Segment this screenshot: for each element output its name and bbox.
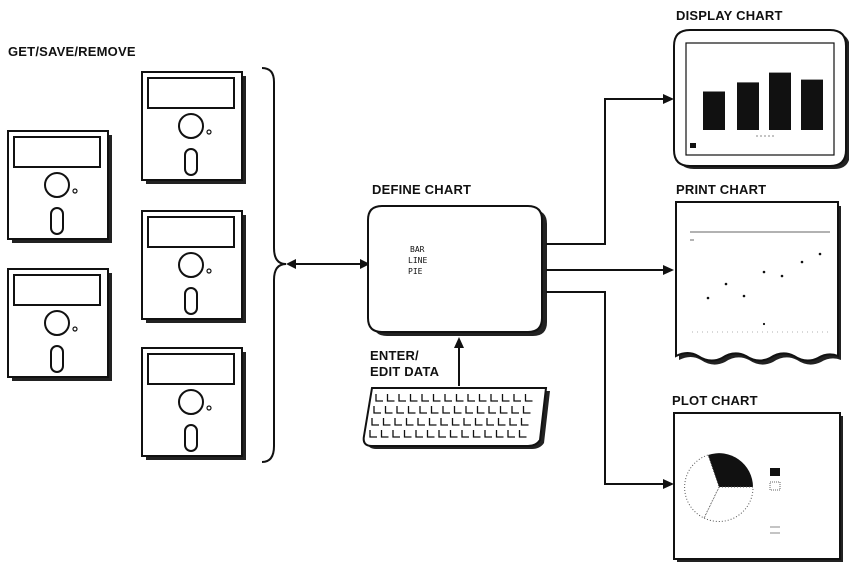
keyboard-key bbox=[501, 394, 510, 402]
keyboard-key bbox=[513, 394, 521, 402]
keyboard-key bbox=[405, 418, 414, 426]
keyboard-key bbox=[518, 430, 527, 438]
arrow-to-print bbox=[663, 265, 674, 275]
keyboard-key bbox=[476, 406, 485, 414]
keyboard-key bbox=[490, 394, 498, 402]
keyboard-key bbox=[495, 430, 504, 438]
keyboard-key bbox=[396, 406, 404, 414]
keyboard-key bbox=[472, 430, 481, 438]
keyboard-key bbox=[432, 394, 441, 402]
keyboard-key bbox=[426, 430, 435, 438]
display-chart-bar bbox=[801, 79, 823, 130]
keyboard-key bbox=[375, 394, 383, 402]
keyboard-key bbox=[497, 418, 506, 426]
get-save-remove-label: GET/SAVE/REMOVE bbox=[8, 44, 136, 59]
keyboard-key bbox=[453, 406, 462, 414]
floppy-disk-icon bbox=[141, 210, 247, 324]
keyboard-key bbox=[415, 430, 423, 438]
keyboard-key bbox=[461, 430, 469, 438]
keyboard-key bbox=[382, 418, 391, 426]
keyboard-key bbox=[486, 418, 494, 426]
menu-option-bar: BAR bbox=[410, 245, 425, 254]
disk-define-connector bbox=[286, 259, 370, 269]
output-arrows bbox=[546, 98, 664, 485]
keyboard-key bbox=[398, 394, 406, 402]
menu-option-line: LINE bbox=[408, 256, 427, 265]
display-chart-bar bbox=[737, 82, 759, 130]
keyboard-key bbox=[451, 418, 460, 426]
keyboard-key bbox=[522, 406, 531, 414]
keyboard-key bbox=[384, 406, 393, 414]
keyboard-key bbox=[380, 430, 389, 438]
print-chart-paper bbox=[675, 201, 841, 365]
keyboard-key bbox=[467, 394, 475, 402]
arrow-to-plot bbox=[663, 479, 674, 489]
keyboard-key bbox=[520, 418, 529, 426]
keyboard-key bbox=[407, 406, 416, 414]
keyboard-key bbox=[373, 406, 381, 414]
plot-chart-paper bbox=[673, 412, 843, 562]
keyboard-key bbox=[499, 406, 508, 414]
keyboard-key bbox=[478, 394, 487, 402]
display-chart-bars bbox=[703, 72, 823, 130]
enter-data-label-line1: ENTER/ bbox=[370, 348, 419, 363]
keyboard-key bbox=[417, 418, 425, 426]
keyboard-key bbox=[403, 430, 412, 438]
floppy-disk-icon bbox=[7, 130, 113, 244]
keyboard-key bbox=[438, 430, 446, 438]
display-chart-bar bbox=[703, 91, 725, 130]
keyboard-key bbox=[484, 430, 492, 438]
keyboard-key bbox=[428, 418, 437, 426]
keyboard-key bbox=[371, 418, 379, 426]
keyboard-key bbox=[449, 430, 458, 438]
keyboard-key bbox=[419, 406, 427, 414]
keyboard-icon bbox=[362, 387, 550, 449]
display-chart-label: DISPLAY CHART bbox=[676, 8, 783, 23]
define-chart-label: DEFINE CHART bbox=[372, 182, 472, 197]
keyboard-key bbox=[465, 406, 473, 414]
keyboard-key bbox=[409, 394, 418, 402]
keyboard-key bbox=[444, 394, 452, 402]
keyboard-key bbox=[511, 406, 519, 414]
keyboard-key bbox=[488, 406, 496, 414]
keyboard-key bbox=[440, 418, 448, 426]
print-chart-label: PRINT CHART bbox=[676, 182, 767, 197]
keyboard-key bbox=[421, 394, 429, 402]
enter-data-arrow bbox=[454, 337, 464, 386]
floppy-disk-icon bbox=[141, 347, 247, 461]
define-chart-monitor bbox=[367, 205, 547, 336]
keyboard-key bbox=[455, 394, 464, 402]
plot-chart-label: PLOT CHART bbox=[672, 393, 758, 408]
keyboard-key bbox=[524, 394, 533, 402]
keyboard-key bbox=[442, 406, 450, 414]
keyboard-key bbox=[430, 406, 439, 414]
keyboard-key bbox=[386, 394, 395, 402]
disk-group-brace bbox=[261, 67, 287, 463]
display-chart-bar bbox=[769, 72, 791, 130]
keyboard-key bbox=[463, 418, 471, 426]
keyboard-key bbox=[507, 430, 515, 438]
enter-data-label-line2: EDIT DATA bbox=[370, 364, 440, 379]
keyboard-key bbox=[392, 430, 400, 438]
keyboard-key bbox=[474, 418, 483, 426]
keyboard-key bbox=[394, 418, 402, 426]
floppy-disk-icon bbox=[141, 71, 247, 185]
menu-option-pie: PIE bbox=[408, 267, 423, 276]
keyboard-key bbox=[369, 430, 377, 438]
arrow-to-display bbox=[663, 94, 674, 104]
floppy-disk-icon bbox=[7, 268, 113, 382]
keyboard-key bbox=[509, 418, 517, 426]
